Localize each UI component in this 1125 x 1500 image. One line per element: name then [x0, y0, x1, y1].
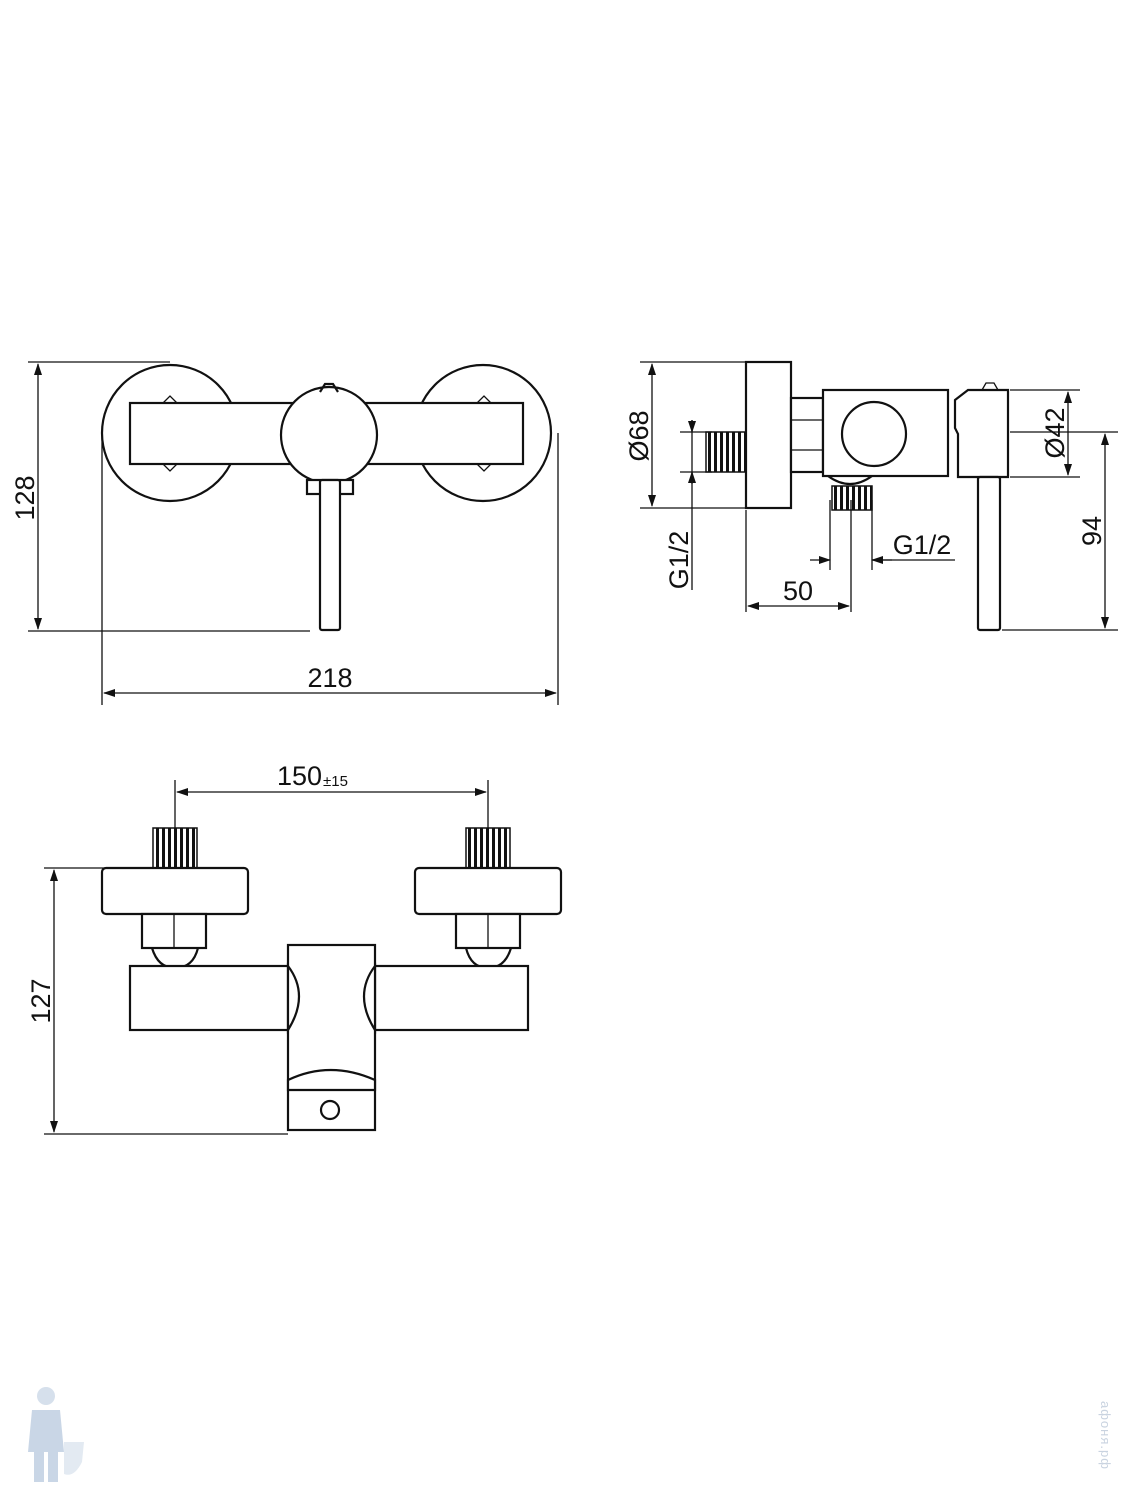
lever — [318, 478, 342, 632]
front-view: 128 218 — [10, 361, 559, 705]
top-height-label: 127 — [26, 978, 56, 1023]
side-lever-height-label: 94 — [1077, 516, 1107, 546]
top-central-body — [286, 943, 377, 1132]
front-height-label: 128 — [10, 475, 40, 520]
side-rosette — [744, 360, 793, 510]
side-inlet-thread-label: G1/2 — [664, 531, 694, 590]
side-hex-nut — [789, 396, 825, 474]
side-lever — [976, 475, 1002, 632]
top-left-inlet-thread — [152, 827, 198, 869]
side-cartridge — [953, 388, 1010, 479]
top-left-rosette — [100, 866, 250, 916]
side-inlet-thread — [705, 431, 747, 473]
top-view: 150 ±15 127 — [26, 761, 563, 1135]
top-center-tolerance-label: ±15 — [323, 773, 348, 790]
plumber-logo — [28, 1387, 84, 1482]
side-rosette-diameter-label: Ø68 — [624, 410, 654, 461]
cartridge-cap — [279, 385, 379, 485]
top-right-inlet-thread — [465, 827, 511, 869]
watermark-text: афоня.рф — [1098, 1401, 1113, 1470]
left-nut-marks — [162, 395, 178, 472]
side-outlet-thread — [831, 485, 873, 511]
top-center-distance-label: 150 — [277, 761, 322, 791]
side-body-diameter-label: Ø42 — [1040, 407, 1070, 458]
side-outlet-thread-label: G1/2 — [893, 530, 952, 560]
right-nut-marks — [476, 395, 492, 472]
front-width-label: 218 — [307, 663, 352, 693]
top-lever-hole — [319, 1099, 341, 1121]
side-projection-label: 50 — [783, 576, 813, 606]
cap-top — [319, 382, 339, 393]
top-right-rosette — [413, 866, 563, 916]
side-diverter-knob — [840, 400, 908, 468]
side-view: Ø68 G1/2 Ø42 94 G1/2 50 — [624, 360, 1118, 632]
